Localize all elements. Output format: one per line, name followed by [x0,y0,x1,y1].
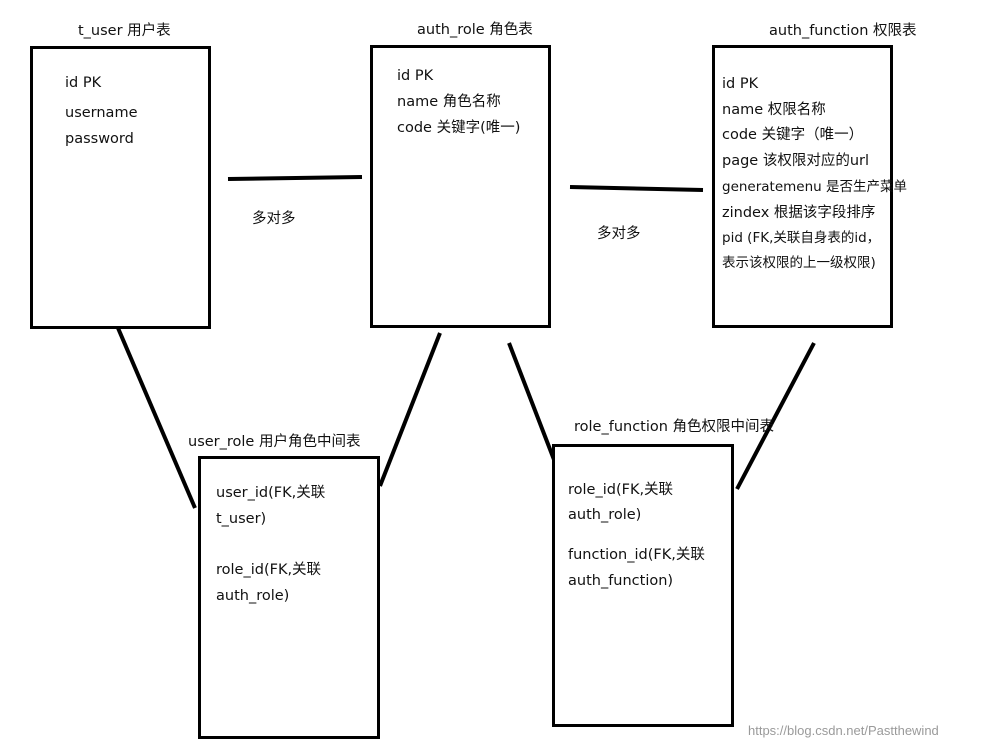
role-function-field-role-id: role_id(FK,关联 [568,482,674,498]
user-role-field-user-id: user_id(FK,关联 [216,485,326,501]
user-role-table: user_id(FK,关联 t_user) role_id(FK,关联 auth… [198,456,380,739]
auth-role-field-code: code 关键字(唯一) [397,120,521,136]
auth-function-field-pid: pid (FK,关联自身表的id， [722,230,881,246]
user-role-title: user_role 用户角色中间表 [188,434,361,450]
auth-function-field-zindex: zindex 根据该字段排序 [722,205,876,221]
line-user-role-mm [227,175,363,181]
auth-role-field-name: name 角色名称 [397,94,501,110]
auth-function-field-generatemenu: generatemenu 是否生产菜单 [722,179,908,195]
auth-function-table: id PK name 权限名称 code 关键字（唯一） page 该权限对应的… [712,45,907,328]
line-authfunction-to-rolefunction [735,342,816,490]
user-role-field-role-id: role_id(FK,关联 [216,562,322,578]
t-user-field-id: id PK [65,75,102,91]
auth-function-field-code: code 关键字（唯一） [722,127,864,143]
user-role-field-role-id-ref: auth_role) [216,588,290,604]
watermark-text: https://blog.csdn.net/Pastthewind [748,723,939,738]
role-function-field-function-id: function_id(FK,关联 [568,547,705,563]
t-user-field-username: username [65,105,138,121]
t-user-title: t_user 用户表 [78,23,171,39]
relation-label-role-function: 多对多 [597,226,641,242]
role-function-field-function-id-ref: auth_function) [568,573,674,589]
role-function-table: role_id(FK,关联 auth_role) function_id(FK,… [552,444,734,727]
user-role-field-user-id-ref: t_user) [216,511,267,527]
line-tuser-to-userrole [116,327,197,509]
auth-role-title: auth_role 角色表 [417,22,533,38]
auth-function-title: auth_function 权限表 [769,23,917,39]
auth-function-field-page: page 该权限对应的url [722,153,870,169]
auth-function-field-name: name 权限名称 [722,102,826,118]
auth-function-field-id: id PK [722,76,759,92]
role-function-field-role-id-ref: auth_role) [568,507,642,523]
role-function-title: role_function 角色权限中间表 [574,419,775,435]
line-role-function-mm [569,185,704,192]
line-authrole-to-userrole [378,332,442,487]
t-user-table: id PK username password [30,46,211,329]
t-user-field-password: password [65,131,134,147]
auth-function-field-pid-desc: 表示该权限的上一级权限) [722,255,876,271]
auth-role-table: id PK name 角色名称 code 关键字(唯一) [370,45,551,328]
relation-label-user-role: 多对多 [252,211,296,227]
auth-role-field-id: id PK [397,68,434,84]
